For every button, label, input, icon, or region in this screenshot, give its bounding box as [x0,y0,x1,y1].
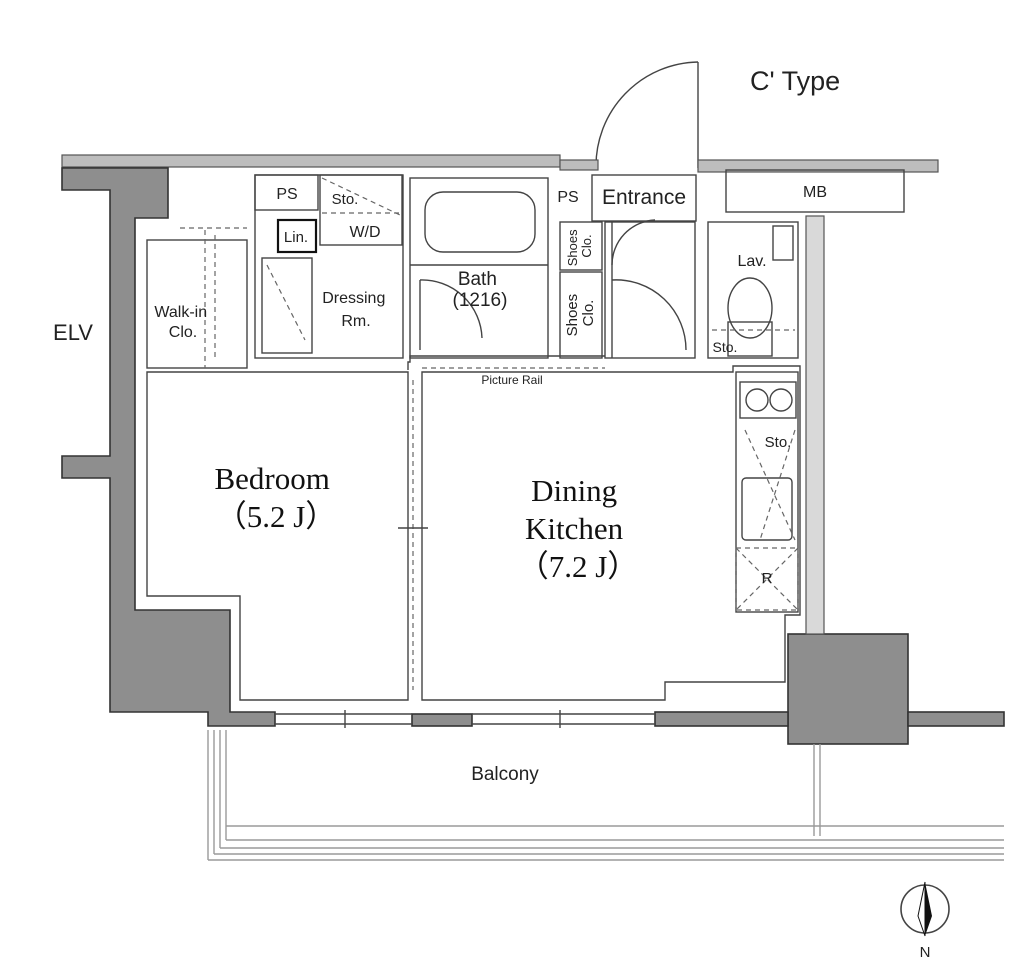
top-wall [61,154,939,173]
dressing-area [254,174,404,359]
bath-label: Bath (1216) [453,269,508,311]
right-column [411,215,1005,745]
sto-label-kitchen: Sto. [765,434,792,451]
entrance-label: Entrance [602,186,686,209]
entrance-door [595,61,699,169]
window-line [275,710,655,728]
picture-rail-label: Picture Rail [481,373,542,387]
shoes-closet-label-2: Shoes Clo. [564,290,597,337]
balcony-railing [207,730,1004,861]
fridge-label: R [762,570,773,587]
lavatory [707,221,799,359]
interior-walls [146,355,801,701]
walk-in-closet-label: Walk-in Clo. [154,304,211,341]
kitchen-counter [735,371,799,613]
balcony-label: Balcony [471,764,539,785]
plan-title: C' Type [750,66,840,96]
sto-label-top: Sto. [332,191,359,208]
ps-label-2: PS [557,189,578,206]
lin-label: Lin. [284,229,308,246]
mb-box [725,169,905,213]
walk-in-closet [146,227,248,369]
shoes-closet-label-1: Shoes Clo. [565,226,594,267]
bedroom-label: Bedroom （5.2 J） [214,461,337,534]
sto-label-lav: Sto. [713,339,738,355]
north-arrow-icon [900,881,950,937]
north-label: N [920,944,931,961]
bath [409,177,549,359]
lav-label: Lav. [737,253,766,270]
dining-kitchen-label: Dining Kitchen （7.2 J） [518,473,639,584]
wd-label: W/D [349,224,380,241]
entrance-frame [591,174,697,222]
left-structural-wall [61,167,276,727]
shoes-closets [559,219,696,359]
ps-label-1: PS [276,186,297,203]
elv-label: ELV [53,320,93,345]
dressing-room-label: Dressing Rm. [322,290,390,330]
mb-label: MB [803,184,827,201]
